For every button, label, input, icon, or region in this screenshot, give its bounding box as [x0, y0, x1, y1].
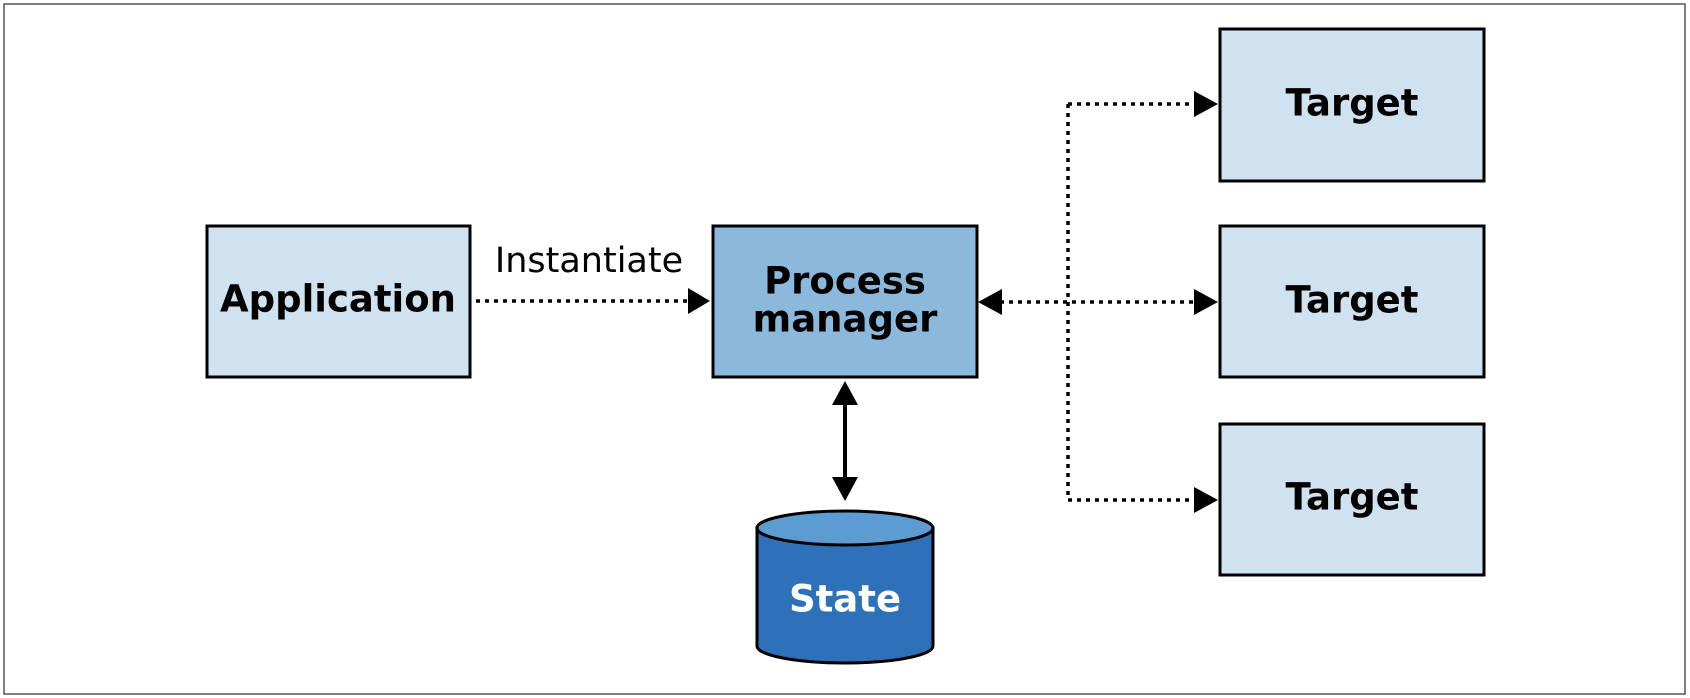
target-arrowhead-middle — [1194, 289, 1218, 315]
state-label: State — [789, 578, 901, 621]
instantiate-label: Instantiate — [495, 241, 683, 281]
state-cylinder-body — [755, 526, 935, 665]
application-box — [205, 224, 472, 379]
figure-frame — [3, 3, 1686, 695]
process-manager-box — [711, 224, 979, 379]
target-label-1: Target — [1286, 82, 1419, 125]
state-arrowhead-down — [832, 477, 858, 501]
instantiate-arrowhead — [688, 288, 710, 314]
target-box-2 — [1218, 224, 1486, 379]
target-arrowhead-bottom — [1194, 487, 1218, 513]
target-box-1 — [1218, 27, 1486, 183]
process-manager-label-line2: manager — [753, 298, 938, 341]
state-arrowhead-up — [832, 381, 858, 405]
process-manager-arrowhead — [978, 289, 1002, 315]
target-box-3 — [1218, 422, 1486, 577]
process-manager-label-line1: Process — [764, 260, 926, 303]
target-label-3: Target — [1286, 476, 1419, 519]
target-label-2: Target — [1286, 279, 1419, 322]
application-label: Application — [220, 278, 456, 321]
state-cylinder-top — [755, 509, 935, 547]
target-arrowhead-top — [1194, 91, 1218, 117]
